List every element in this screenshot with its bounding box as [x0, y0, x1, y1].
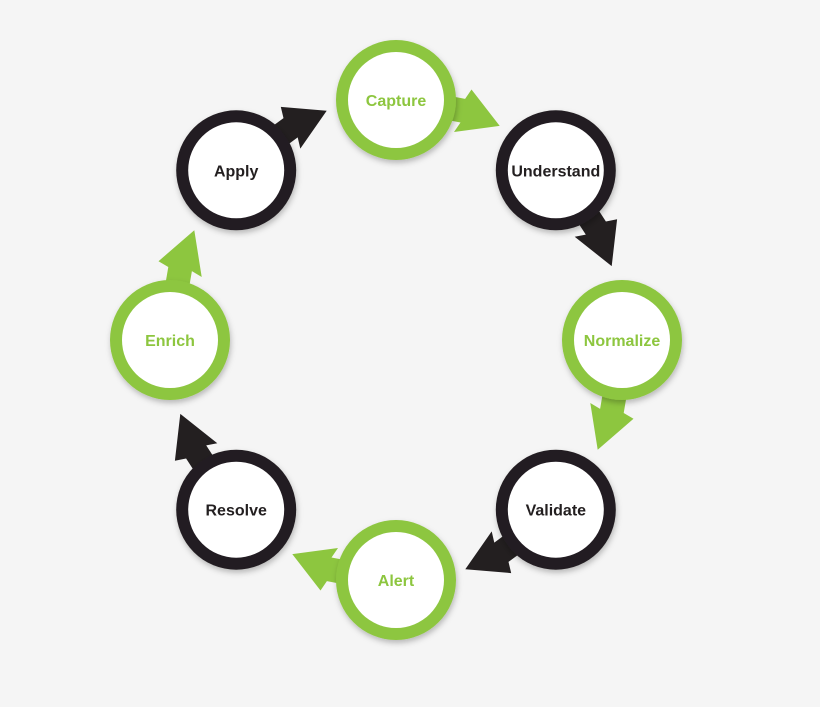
node-validate: Validate — [495, 449, 616, 570]
node-label: Normalize — [584, 333, 661, 350]
node-apply: Apply — [176, 110, 297, 231]
node-label: Alert — [378, 573, 415, 590]
node-enrich: Enrich — [110, 280, 230, 400]
node-capture: Capture — [336, 40, 456, 160]
node-label: Validate — [526, 503, 587, 520]
node-label: Capture — [366, 93, 427, 110]
node-understand: Understand — [495, 110, 616, 231]
node-label: Apply — [214, 163, 259, 180]
node-alert: Alert — [336, 520, 456, 640]
node-face — [348, 52, 444, 148]
node-face — [348, 532, 444, 628]
node-label: Resolve — [206, 503, 267, 520]
node-resolve: Resolve — [176, 449, 297, 570]
node-face — [188, 461, 285, 558]
node-normalize: Normalize — [562, 280, 682, 400]
node-face — [507, 122, 604, 219]
node-label: Understand — [511, 163, 600, 180]
node-face — [574, 292, 670, 388]
node-face — [507, 461, 604, 558]
node-face — [188, 122, 285, 219]
node-label: Enrich — [145, 333, 195, 350]
node-face — [122, 292, 218, 388]
